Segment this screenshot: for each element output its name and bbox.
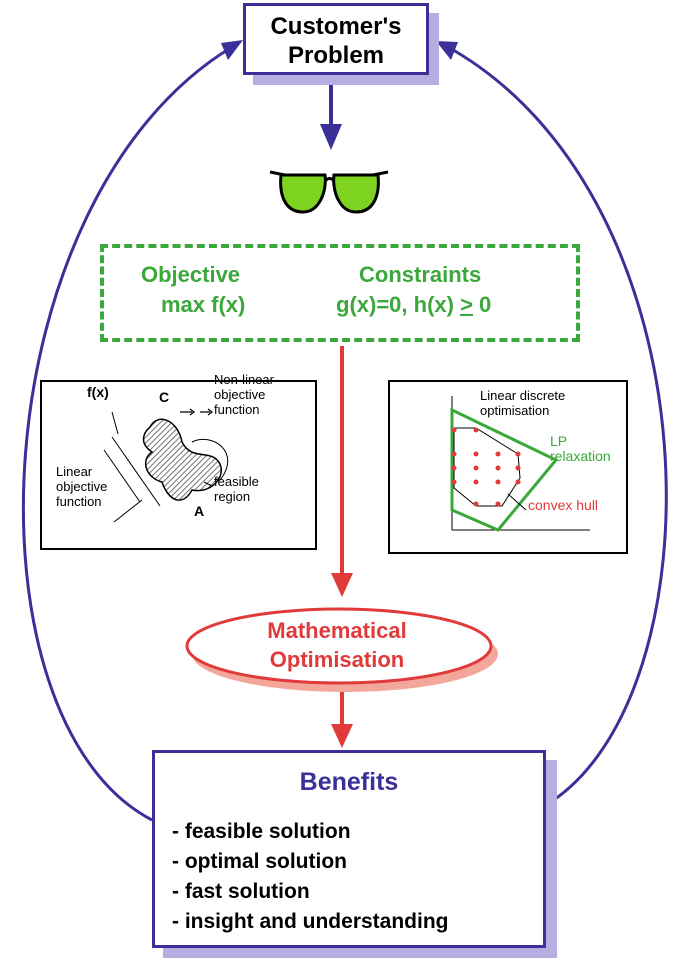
arrow-formulation-to-optimisation-head [331, 573, 353, 597]
integer-points [451, 427, 521, 507]
benefit-item: - feasible solution [172, 820, 351, 843]
lp-relaxation-polygon [450, 407, 559, 532]
point-a-label: A [194, 503, 205, 519]
convex-hull-leader [507, 493, 527, 511]
discrete-figure-title: Linear discrete optimisation [480, 388, 566, 418]
convex-hull-polygon [453, 427, 521, 507]
point-c-label: C [159, 389, 170, 405]
objective-expression: max f(x) [161, 292, 246, 317]
nonlinear-objective-label: Non-linear objective function [214, 372, 274, 417]
discrete-optimisation-figure: Linear discrete optimisation LP relaxati… [388, 380, 628, 554]
benefits-box: Benefits - feasible solution - optimal s… [152, 750, 546, 948]
fx-axis [111, 411, 119, 435]
lp-relaxation-label: LP relaxation [550, 433, 611, 464]
objective-label: Objective [141, 262, 241, 287]
benefit-item: - fast solution [172, 880, 310, 903]
fx-label: f(x) [87, 384, 109, 400]
optimisation-ellipse [185, 607, 493, 685]
linear-objective-line-1 [111, 436, 161, 507]
feasible-region-label: feasible region [214, 474, 259, 504]
benefit-item: - optimal solution [172, 850, 347, 873]
sunglasses-icon [269, 170, 389, 214]
feasible-region-shape [142, 418, 223, 501]
linear-objective-line-3 [113, 499, 143, 523]
arrow-to-glasses-head [320, 124, 342, 150]
customer-problem-title: Customer's Problem [270, 13, 402, 69]
problem-formulation-frame [100, 244, 580, 342]
benefits-title: Benefits [299, 768, 399, 796]
nonlinear-optimisation-figure: f(x) C A Non-linear objective function L… [40, 372, 317, 550]
convex-hull-label: convex hull [528, 497, 599, 513]
feasible-leader-line [203, 481, 213, 487]
benefit-item: - insight and understanding [172, 910, 449, 933]
benefits-list: - feasible solution - optimal solution -… [172, 817, 449, 937]
mathematical-optimisation-label: Mathematical Optimisation [267, 618, 407, 672]
arrow-optimisation-to-benefits-head [331, 724, 353, 748]
discrete-figure-drawing [450, 396, 590, 532]
feedback-loop-right-arrow [447, 45, 668, 807]
greater-equal-sign: > [460, 292, 473, 317]
nonlinear-figure-drawing [103, 408, 228, 523]
constraints-expression-suffix: 0 [472, 292, 492, 317]
direction-arrows [180, 408, 213, 416]
constraints-label: Constraints [359, 262, 482, 287]
feedback-loop-right-arrowhead [436, 41, 458, 60]
constraints-expression-prefix: g(x)=0, h(x) [336, 292, 461, 317]
feedback-loop-left-arrowhead [221, 40, 243, 60]
nonlinear-contour [191, 438, 228, 481]
customer-problem-box: Customer's Problem [243, 3, 429, 75]
linear-objective-line-2 [103, 449, 141, 503]
constraints-expression: g(x)=0, h(x) > 0 [336, 291, 491, 319]
feedback-loop-left-arrow [21, 45, 233, 822]
linear-objective-label: Linear objective function [56, 464, 108, 509]
